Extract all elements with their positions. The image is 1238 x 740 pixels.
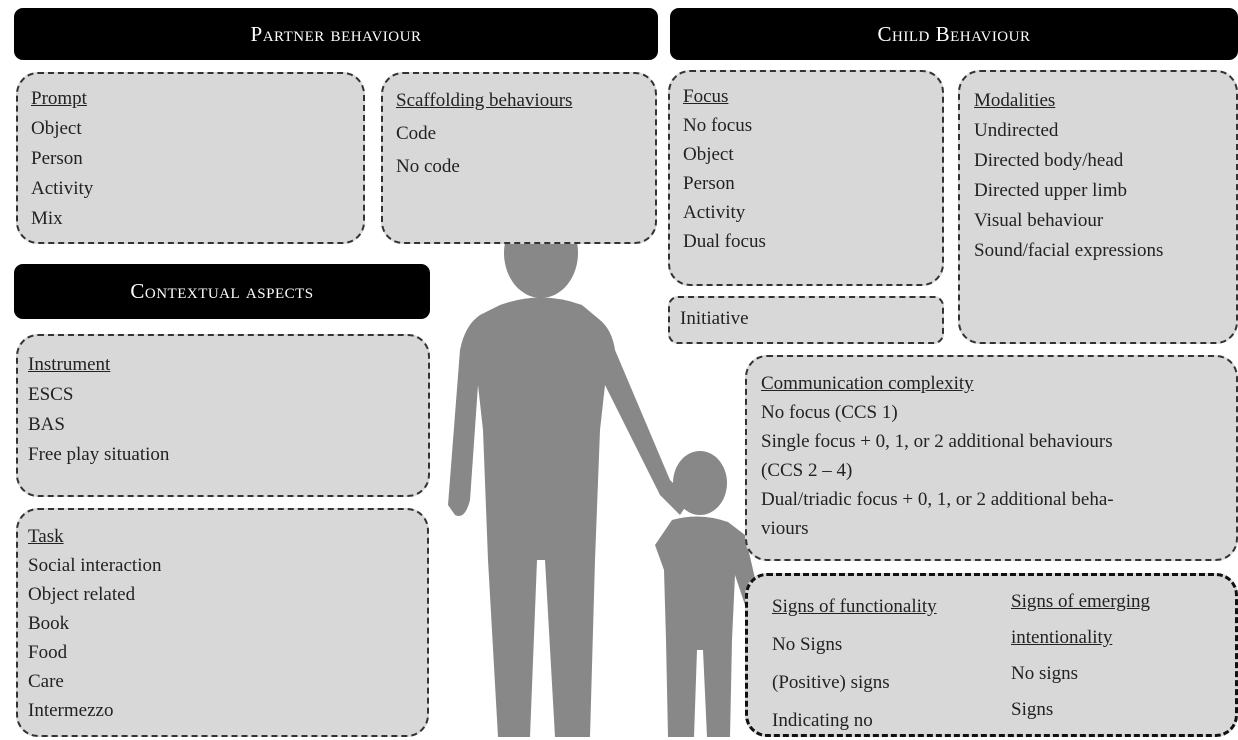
prompt-item: Person bbox=[31, 148, 83, 169]
complexity-line: No focus (CCS 1) bbox=[761, 402, 898, 423]
functionality-item: Indicating no bbox=[772, 710, 873, 731]
partner-behaviour-header: Partner behaviour bbox=[14, 8, 658, 60]
modalities-item: Directed upper limb bbox=[974, 180, 1128, 201]
functionality-column: Signs of functionality No Signs (Positiv… bbox=[772, 588, 937, 740]
focus-item: Dual focus bbox=[683, 231, 766, 252]
emerging-title-line2: intentionality bbox=[1011, 627, 1113, 648]
complexity-line: (CCS 2 – 4) bbox=[761, 460, 853, 481]
complexity-line: Single focus + 0, 1, or 2 additional beh… bbox=[761, 431, 1113, 452]
child-behaviour-header: Child Behaviour bbox=[670, 8, 1238, 60]
scaffolding-title: Scaffolding behaviours bbox=[396, 90, 573, 111]
modalities-box: Modalities Undirected Directed body/head… bbox=[958, 70, 1238, 344]
focus-box: Focus No focus Object Person Activity Du… bbox=[668, 70, 944, 286]
partner-behaviour-title: Partner behaviour bbox=[250, 21, 422, 46]
modalities-item: Undirected bbox=[974, 120, 1059, 141]
instrument-title: Instrument bbox=[28, 354, 111, 375]
instrument-item: BAS bbox=[28, 414, 65, 435]
functionality-title: Signs of functionality bbox=[772, 596, 937, 617]
child-behaviour-title: Child Behaviour bbox=[877, 21, 1031, 46]
instrument-item: ESCS bbox=[28, 384, 74, 405]
task-title: Task bbox=[28, 526, 64, 547]
instrument-item: Free play situation bbox=[28, 444, 170, 465]
task-item: Book bbox=[28, 613, 70, 634]
prompt-title: Prompt bbox=[31, 88, 87, 109]
scaffolding-item: No code bbox=[396, 156, 460, 177]
prompt-item: Activity bbox=[31, 178, 94, 199]
focus-item: Object bbox=[683, 144, 734, 165]
functionality-item: No Signs bbox=[772, 634, 843, 655]
task-item: Care bbox=[28, 671, 64, 692]
communication-complexity-box: Communication complexity No focus (CCS 1… bbox=[745, 355, 1238, 561]
emerging-title-line1: Signs of emerging bbox=[1011, 591, 1150, 612]
initiative-box: Initiative bbox=[668, 296, 944, 344]
task-item: Social interaction bbox=[28, 555, 162, 576]
scaffolding-box: Scaffolding behaviours Code No code bbox=[381, 72, 657, 244]
adult-body bbox=[448, 297, 690, 737]
scaffolding-item: Code bbox=[396, 123, 437, 144]
task-box: Task Social interaction Object related B… bbox=[16, 508, 429, 737]
emerging-item: No signs bbox=[1011, 663, 1079, 684]
instrument-box: Instrument ESCS BAS Free play situation bbox=[16, 334, 430, 497]
modalities-item: Visual behaviour bbox=[974, 210, 1104, 231]
task-item: Food bbox=[28, 642, 68, 663]
emerging-item: Signs bbox=[1011, 699, 1054, 720]
focus-item: No focus bbox=[683, 115, 753, 136]
contextual-aspects-header: Contextual aspects bbox=[14, 264, 430, 319]
complexity-line: Dual/triadic focus + 0, 1, or 2 addition… bbox=[761, 489, 1114, 510]
child-head bbox=[673, 451, 727, 515]
prompt-box: Prompt Object Person Activity Mix bbox=[16, 72, 365, 244]
signs-box: Signs of functionality No Signs (Positiv… bbox=[745, 573, 1238, 737]
complexity-title: Communication complexity bbox=[761, 373, 974, 394]
contextual-aspects-title: Contextual aspects bbox=[130, 279, 314, 303]
task-item: Intermezzo bbox=[28, 700, 114, 721]
modalities-item: Directed body/head bbox=[974, 150, 1124, 171]
task-item: Object related bbox=[28, 584, 136, 605]
prompt-item: Object bbox=[31, 118, 82, 139]
emerging-intentionality-column: Signs of emerging intentionality No sign… bbox=[1011, 584, 1150, 728]
complexity-line: viours bbox=[761, 518, 809, 539]
prompt-item: Mix bbox=[31, 208, 63, 229]
child-body bbox=[655, 516, 760, 737]
focus-item: Person bbox=[683, 173, 735, 194]
modalities-item: Sound/facial expressions bbox=[974, 240, 1164, 261]
functionality-item: (Positive) signs bbox=[772, 672, 890, 693]
initiative-label: Initiative bbox=[680, 308, 749, 329]
focus-item: Activity bbox=[683, 202, 746, 223]
modalities-title: Modalities bbox=[974, 90, 1056, 111]
focus-title: Focus bbox=[683, 86, 729, 107]
